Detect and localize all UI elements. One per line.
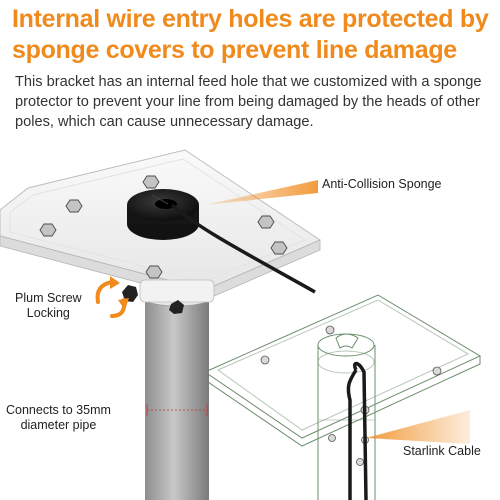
starlink-cable-upper <box>170 203 316 294</box>
headline: Internal wire entry holes are protected … <box>12 5 489 64</box>
plum-screw-label-line2: Locking <box>26 306 70 320</box>
pipe-size-label-line2: diameter pipe <box>20 418 97 432</box>
description: This bracket has an internal feed hole t… <box>15 74 482 130</box>
anti-collision-sponge <box>127 189 199 240</box>
plum-screw-label-line1: Plum Screw <box>15 291 82 305</box>
bracket-nuts <box>39 175 288 279</box>
pole <box>145 298 209 500</box>
outline-nuts <box>260 325 442 466</box>
pipe-size-label-line1: Connects to 35mm <box>6 403 111 417</box>
cable-callout <box>366 410 470 444</box>
starlink-cable-label: Starlink Cable <box>403 444 481 458</box>
anti-collision-sponge-label: Anti-Collision Sponge <box>322 177 442 191</box>
starlink-cable-lower <box>346 369 358 500</box>
outline-bracket <box>203 294 482 500</box>
plum-screw <box>122 285 184 314</box>
pipe-size-label: Connects to 35mm diameter pipe <box>6 403 111 433</box>
plum-screw-label: Plum Screw Locking <box>15 291 82 321</box>
sponge-callout <box>205 180 318 205</box>
